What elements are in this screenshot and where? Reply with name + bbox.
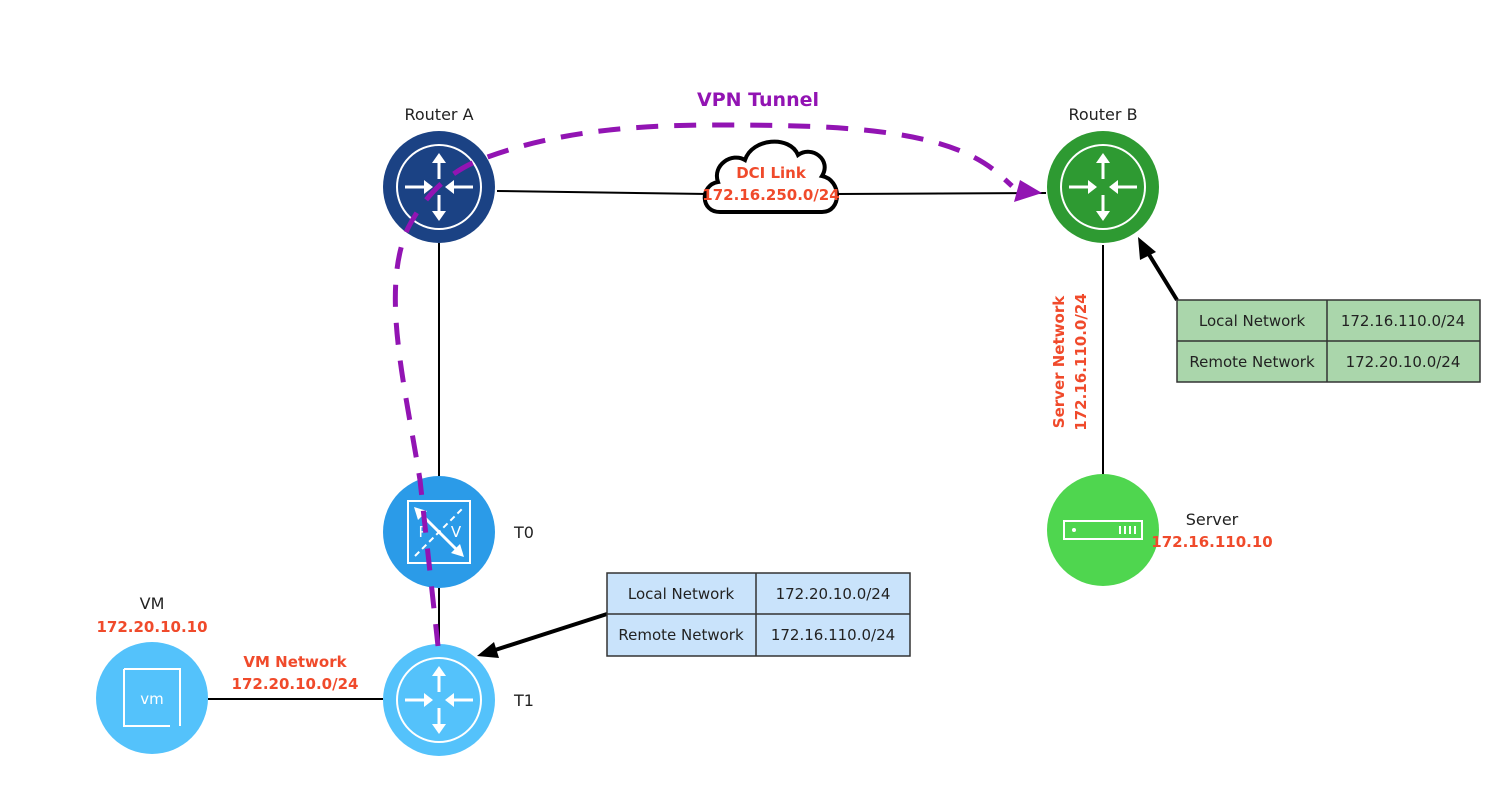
router-b-label: Router B bbox=[1068, 105, 1137, 124]
table-cell: Remote Network bbox=[618, 626, 744, 644]
vpn-tunnel-label: VPN Tunnel bbox=[697, 89, 819, 111]
svg-text:P: P bbox=[418, 523, 427, 541]
arrowhead bbox=[477, 642, 499, 658]
vm-network-name: VM Network bbox=[243, 653, 347, 671]
vm-icon: vm bbox=[123, 668, 181, 727]
routerb-route-table: Local Network 172.16.110.0/24 Remote Net… bbox=[1176, 299, 1481, 383]
t0[interactable]: P V bbox=[383, 476, 495, 588]
router-b[interactable] bbox=[1047, 131, 1159, 243]
vm-ip: 172.20.10.10 bbox=[96, 618, 207, 636]
server-network-subnet: 172.16.110.0/24 bbox=[1072, 293, 1090, 430]
arrowhead bbox=[1138, 237, 1156, 260]
vpn-arrowhead bbox=[1014, 180, 1042, 202]
link-cloud-routerb bbox=[834, 192, 1047, 195]
table-cell: 172.16.110.0/24 bbox=[1341, 312, 1465, 330]
router-a-label: Router A bbox=[404, 105, 473, 124]
t1-table-arrow bbox=[491, 612, 608, 653]
dci-link-name: DCI Link bbox=[736, 164, 807, 182]
t1-label: T1 bbox=[513, 691, 534, 710]
dci-link-subnet: 172.16.250.0/24 bbox=[702, 186, 839, 204]
link-routera-cloud bbox=[496, 190, 709, 195]
t0-label: T0 bbox=[513, 523, 534, 542]
vm[interactable]: vm bbox=[96, 642, 208, 754]
table-cell: Local Network bbox=[1199, 312, 1306, 330]
server[interactable] bbox=[1047, 474, 1159, 586]
t1-route-table: Local Network 172.20.10.0/24 Remote Netw… bbox=[606, 572, 911, 657]
svg-text:V: V bbox=[451, 523, 462, 541]
routerb-table-arrow bbox=[1142, 244, 1179, 302]
vpn-tunnel-path bbox=[392, 122, 1014, 647]
table-cell: 172.20.10.0/24 bbox=[776, 585, 891, 603]
table-cell: Remote Network bbox=[1189, 353, 1315, 371]
vm-label: VM bbox=[140, 594, 165, 613]
table-cell: 172.16.110.0/24 bbox=[771, 626, 895, 644]
vm-network-subnet: 172.20.10.0/24 bbox=[232, 675, 359, 693]
table-cell: Local Network bbox=[628, 585, 735, 603]
table-cell: 172.20.10.0/24 bbox=[1346, 353, 1461, 371]
server-network-name: Server Network bbox=[1050, 295, 1068, 428]
server-icon bbox=[1063, 520, 1143, 540]
nsx-edge-icon: P V bbox=[407, 500, 471, 564]
server-label: Server bbox=[1186, 510, 1239, 529]
svg-text:vm: vm bbox=[140, 690, 164, 708]
t1[interactable] bbox=[383, 644, 495, 756]
server-ip: 172.16.110.10 bbox=[1151, 533, 1272, 551]
dci-cloud: DCI Link 172.16.250.0/24 bbox=[702, 139, 840, 214]
